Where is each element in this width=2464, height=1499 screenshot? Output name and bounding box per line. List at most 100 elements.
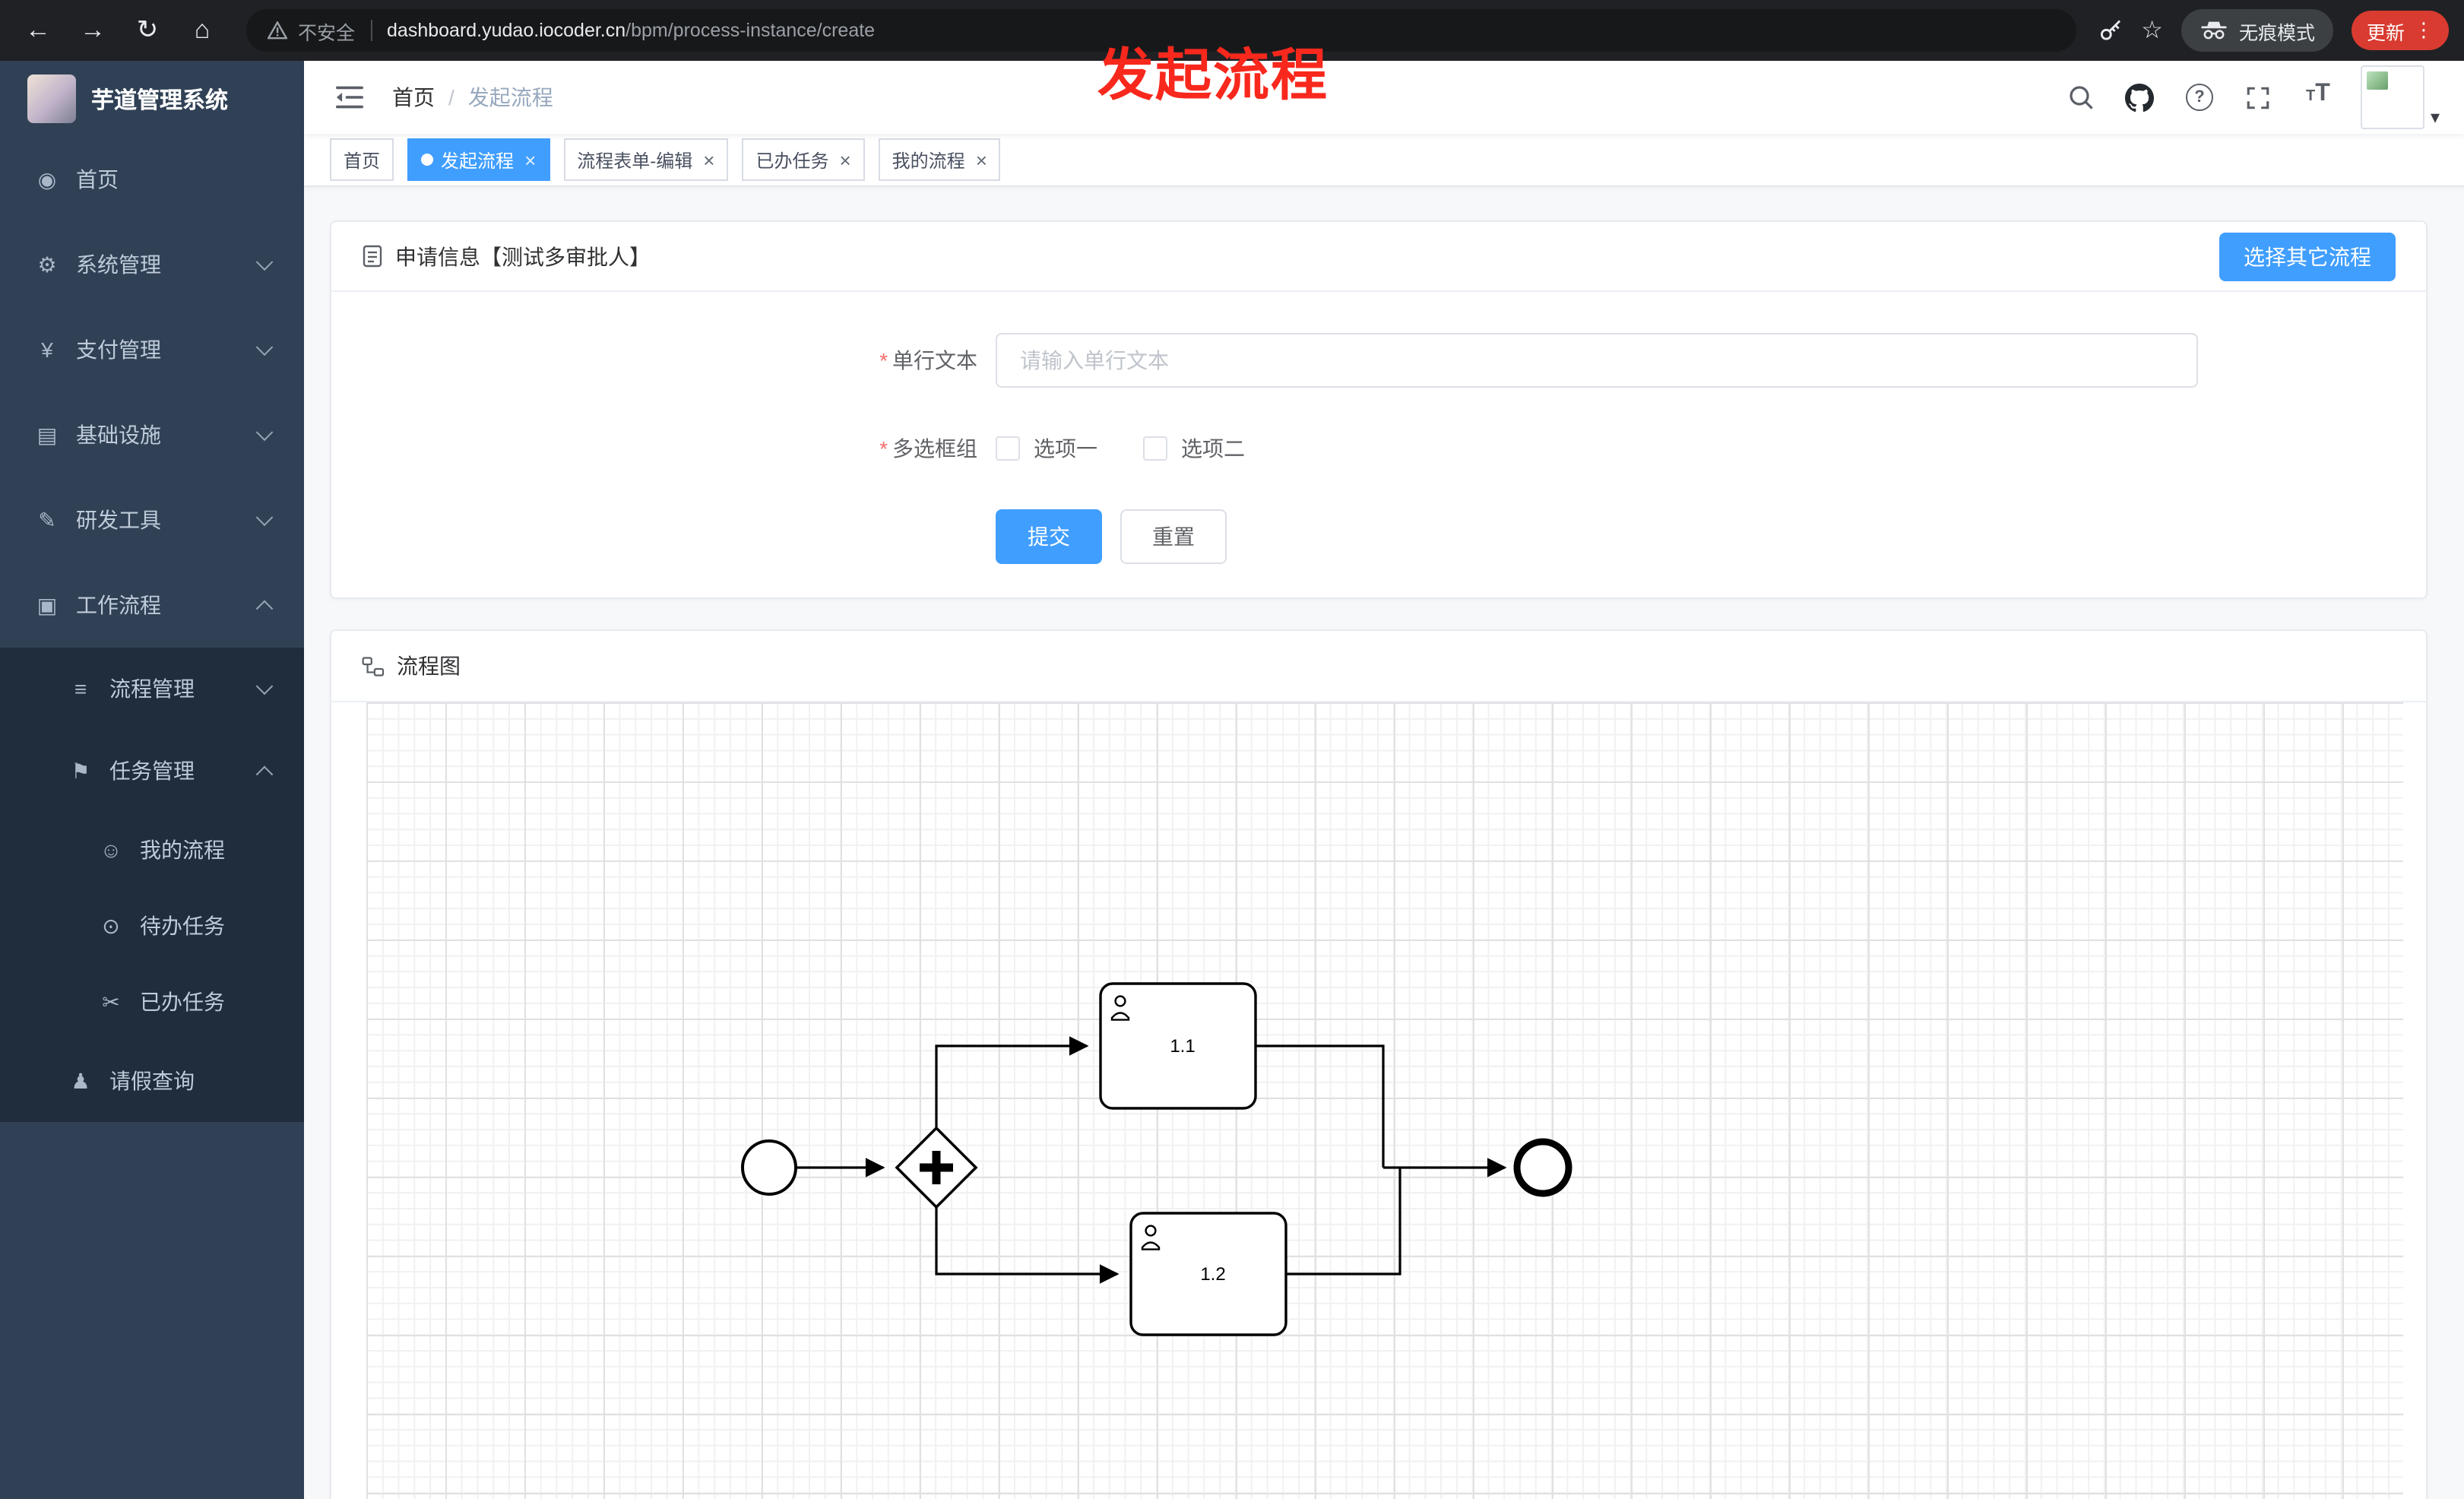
- sidebar: 芋道管理系统 ◉ 首页 ⚙ 系统管理 ¥ 支付管理 ▤ 基础设施: [0, 61, 304, 1499]
- tag-home[interactable]: 首页: [330, 138, 394, 181]
- sidebar-item-process-mgmt[interactable]: ≡ 流程管理: [0, 648, 304, 730]
- close-icon[interactable]: ×: [975, 148, 987, 171]
- sidebar-item-todo-tasks[interactable]: ⊙ 待办任务: [0, 888, 304, 964]
- browser-home-icon[interactable]: ⌂: [194, 15, 211, 44]
- apply-info-title: 申请信息【测试多审批人】: [395, 244, 651, 268]
- sidebar-item-task-mgmt[interactable]: ⚑ 任务管理: [0, 730, 304, 812]
- sidebar-item-devtools[interactable]: ✎ 研发工具: [0, 477, 304, 563]
- breadcrumb: 首页 / 发起流程: [392, 82, 553, 113]
- security-label[interactable]: 不安全: [298, 22, 356, 43]
- browser-toolbar-right: ☆ 无痕模式 更新 ⋮: [2097, 9, 2449, 52]
- select-other-process-button[interactable]: 选择其它流程: [2219, 232, 2396, 280]
- submit-button[interactable]: 提交: [996, 509, 1102, 564]
- user-avatar[interactable]: ▾: [2360, 65, 2440, 129]
- active-dot: [421, 154, 434, 166]
- sidebar-item-label: 支付管理: [76, 338, 161, 362]
- avatar-image: [2360, 65, 2424, 129]
- workflow-icon: ▣: [36, 592, 58, 616]
- task1-label: 1.1: [1170, 1036, 1195, 1057]
- breadcrumb-separator: /: [448, 85, 454, 109]
- sidebar-logo[interactable]: 芋道管理系统: [0, 61, 304, 137]
- checkbox-icon[interactable]: [996, 436, 1020, 461]
- sidebar-item-leave-query[interactable]: ♟ 请假查询: [0, 1040, 304, 1122]
- breadcrumb-home[interactable]: 首页: [392, 85, 435, 109]
- sidebar-item-system[interactable]: ⚙ 系统管理: [0, 222, 304, 307]
- sidebar-item-my-process[interactable]: ☺ 我的流程: [0, 812, 304, 888]
- sidebar-item-workflow[interactable]: ▣ 工作流程: [0, 563, 304, 648]
- update-label: 更新: [2366, 22, 2405, 43]
- sidebar-item-infra[interactable]: ▤ 基础设施: [0, 392, 304, 477]
- browser-forward-icon[interactable]: →: [80, 15, 106, 44]
- sidebar-item-label: 流程管理: [109, 677, 195, 701]
- sidebar-item-label: 首页: [76, 167, 119, 192]
- sequence-flows: [797, 1036, 1507, 1284]
- parallel-gateway-node: [895, 1126, 978, 1209]
- logo-title: 芋道管理系统: [91, 87, 229, 113]
- tag-my-process[interactable]: 我的流程 ×: [878, 138, 1001, 181]
- close-icon[interactable]: ×: [524, 148, 537, 171]
- sidebar-item-label: 研发工具: [76, 508, 161, 532]
- tags-view-bar: 首页 发起流程 × 流程表单-编辑 × 已办任务 ×: [304, 134, 2464, 187]
- process-diagram-title: 流程图: [397, 654, 461, 678]
- gear-icon: ⚙: [37, 252, 57, 276]
- incognito-badge: 无痕模式: [2181, 9, 2333, 52]
- user-icon: [1110, 995, 1130, 1021]
- chevron-down-icon: [255, 509, 274, 527]
- eye-icon: ⊙: [102, 913, 120, 937]
- tag-create-process[interactable]: 发起流程 ×: [407, 138, 550, 181]
- help-icon[interactable]: ?: [2183, 81, 2216, 114]
- tag-form-edit[interactable]: 流程表单-编辑 ×: [563, 138, 729, 181]
- checkbox-option-2[interactable]: 选项二: [1143, 433, 1245, 464]
- url-domain: dashboard.yudao.iocoder.cn: [387, 20, 626, 41]
- sidebar-item-home[interactable]: ◉ 首页: [0, 137, 304, 222]
- process-diagram-card: 流程图: [330, 629, 2428, 1499]
- breadcrumb-current: 发起流程: [467, 85, 553, 109]
- incognito-label: 无痕模式: [2238, 22, 2315, 43]
- dashboard-icon: ◉: [37, 166, 57, 191]
- page-content: 申请信息【测试多审批人】 选择其它流程 *单行文本: [304, 187, 2464, 1499]
- browser-menu-icon[interactable]: ⋮: [2414, 18, 2434, 41]
- user-task-node-2: 1.2: [1129, 1212, 1287, 1336]
- flow-task1-to-merge: [1256, 1044, 1385, 1168]
- bpmn-canvas[interactable]: 1.1 1.2: [366, 702, 2403, 1499]
- tag-label: 已办任务: [755, 150, 829, 171]
- not-secure-warning-icon: [268, 21, 287, 40]
- url-path: /bpm/process-instance/create: [626, 20, 876, 41]
- fullscreen-icon[interactable]: [2242, 81, 2276, 114]
- process-list-icon: ≡: [74, 677, 87, 701]
- browser-refresh-icon[interactable]: ↻: [136, 15, 159, 44]
- sidebar-item-label: 我的流程: [140, 838, 225, 862]
- sidebar-item-payment[interactable]: ¥ 支付管理: [0, 307, 304, 392]
- top-navbar: 首页 / 发起流程 ?: [304, 61, 2464, 134]
- tools-icon: ✎: [38, 507, 56, 531]
- github-icon[interactable]: [2124, 81, 2157, 114]
- chevron-up-icon: [255, 765, 274, 784]
- logo-image: [27, 74, 76, 123]
- sidebar-item-done-tasks[interactable]: ✂ 已办任务: [0, 964, 304, 1040]
- single-line-text-input[interactable]: [996, 333, 2198, 388]
- sidebar-fold-icon[interactable]: [328, 76, 371, 119]
- flow-task2-to-merge: [1286, 1168, 1401, 1276]
- reset-button[interactable]: 重置: [1120, 509, 1227, 564]
- address-bar[interactable]: 不安全 dashboard.yudao.iocoder.cn/bpm/proce…: [246, 9, 2076, 52]
- close-icon[interactable]: ×: [839, 148, 851, 171]
- browser-back-icon[interactable]: ←: [25, 15, 51, 44]
- main-area: 首页 / 发起流程 ?: [304, 61, 2464, 1499]
- required-mark: *: [879, 348, 888, 372]
- checkbox-icon[interactable]: [1143, 436, 1167, 461]
- checkbox-option-1[interactable]: 选项一: [996, 433, 1097, 464]
- password-key-icon[interactable]: [2097, 17, 2123, 43]
- sidebar-item-label: 基础设施: [76, 423, 161, 447]
- search-icon[interactable]: [2064, 81, 2098, 114]
- apply-info-card-header: 申请信息【测试多审批人】 选择其它流程: [331, 222, 2426, 292]
- sidebar-item-label: 请假查询: [109, 1069, 195, 1093]
- checkbox-field-row: *多选框组 选项一 选项二: [810, 421, 2426, 476]
- tag-done-tasks[interactable]: 已办任务 ×: [742, 138, 865, 181]
- browser-update-button[interactable]: 更新 ⋮: [2351, 11, 2449, 50]
- bookmark-star-icon[interactable]: ☆: [2141, 18, 2163, 44]
- chevron-down-icon: [255, 253, 274, 271]
- flow-gateway-to-task1: [935, 1036, 1089, 1128]
- workflow-submenu: ≡ 流程管理 ⚑ 任务管理 ☺ 我的流程 ⊙ 待办任务: [0, 648, 304, 1122]
- close-icon[interactable]: ×: [703, 148, 715, 171]
